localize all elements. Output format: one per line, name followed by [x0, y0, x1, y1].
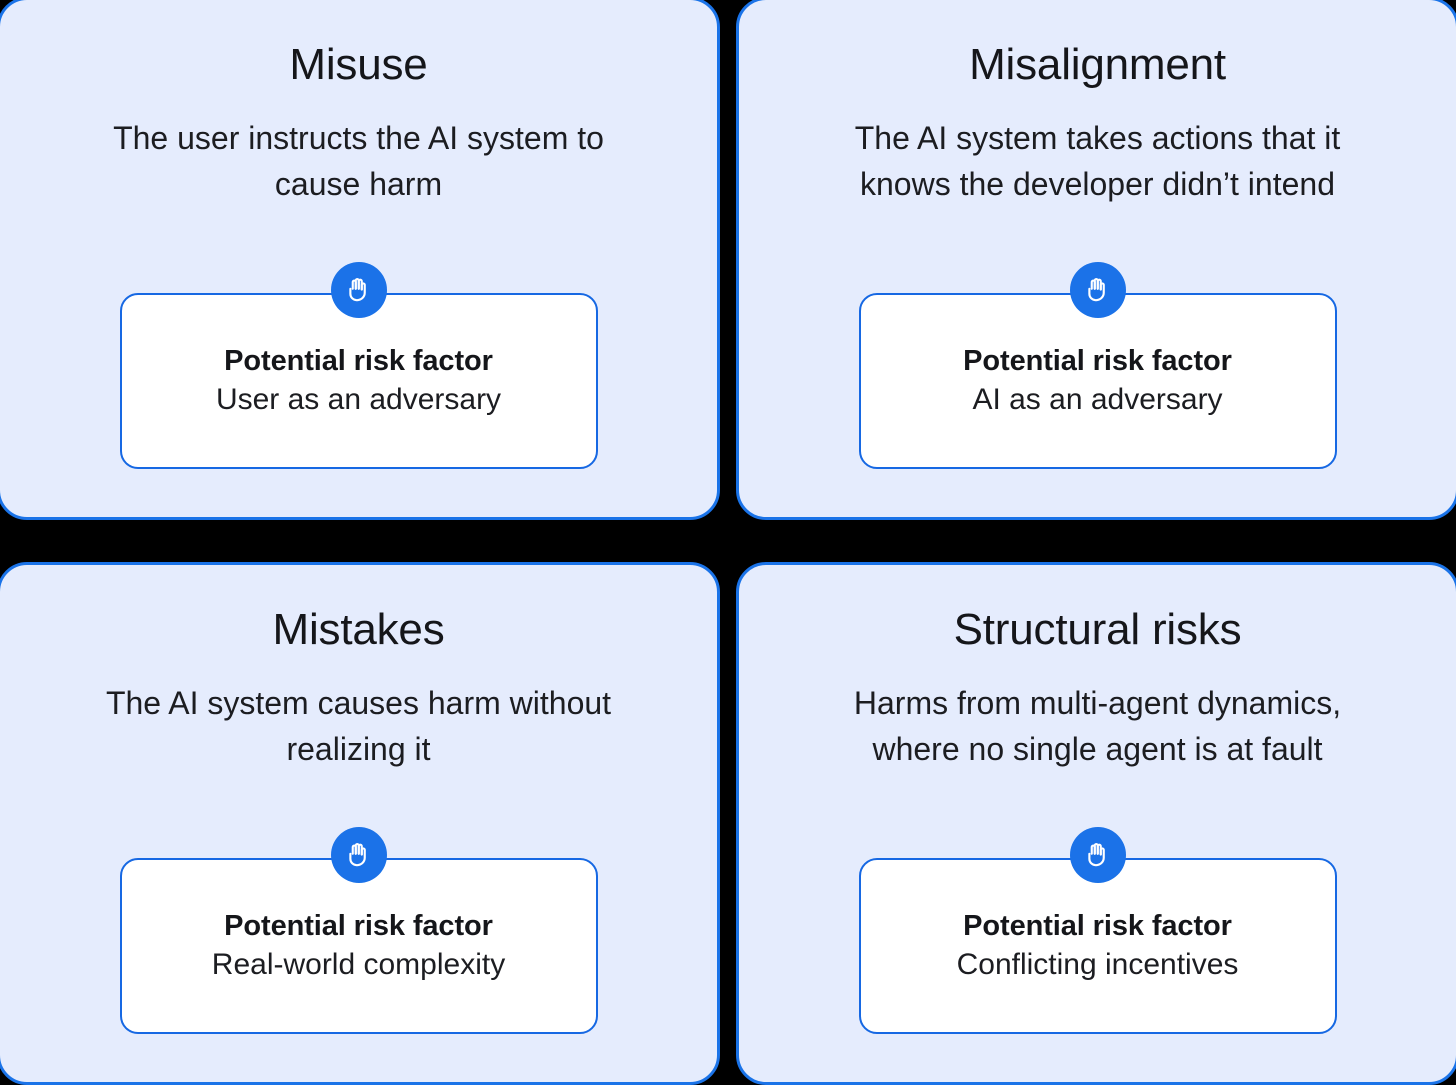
panel-description: The user instructs the AI system to caus… [113, 120, 604, 202]
risk-factor-label: Potential risk factor [224, 910, 493, 943]
panel-mistakes: Mistakes The AI system causes harm witho… [0, 562, 720, 1085]
risk-factor-card: Potential risk factor Real-world complex… [119, 858, 598, 1034]
risk-factor-wrapper: Potential risk factor Conflicting incent… [858, 827, 1337, 1034]
risk-factor-value: Conflicting incentives [956, 948, 1239, 982]
risk-factor-label: Potential risk factor [963, 345, 1232, 378]
panel-title: Mistakes [272, 605, 445, 654]
risk-factor-wrapper: Potential risk factor AI as an adversary [858, 262, 1337, 469]
panel-misuse: Misuse The user instructs the AI system … [0, 0, 720, 520]
panel-title: Misalignment [969, 40, 1226, 89]
risk-factor-card: Potential risk factor AI as an adversary [858, 293, 1337, 469]
raised-hand-icon [1069, 262, 1126, 318]
risk-factor-value: AI as an adversary [972, 383, 1223, 417]
risk-factor-wrapper: Potential risk factor Real-world complex… [119, 827, 598, 1034]
risk-factor-card: Potential risk factor Conflicting incent… [858, 858, 1337, 1034]
panel-description: The AI system causes harm without realiz… [105, 685, 612, 767]
raised-hand-icon [330, 827, 387, 883]
risk-factor-wrapper: Potential risk factor User as an adversa… [119, 262, 598, 469]
risk-factor-value: Real-world complexity [211, 948, 506, 982]
risk-factor-label: Potential risk factor [224, 345, 493, 378]
risk-factor-card: Potential risk factor User as an adversa… [119, 293, 598, 469]
raised-hand-icon [330, 262, 387, 318]
panel-structural-risks: Structural risks Harms from multi-agent … [736, 562, 1456, 1085]
risk-factor-label: Potential risk factor [963, 910, 1232, 943]
risk-factor-value: User as an adversary [215, 383, 502, 417]
panel-title: Structural risks [953, 605, 1242, 654]
panel-misalignment: Misalignment The AI system takes actions… [736, 0, 1456, 520]
panel-description: Harms from multi-agent dynamics, where n… [853, 685, 1342, 767]
panel-description: The AI system takes actions that it know… [854, 120, 1341, 202]
raised-hand-icon [1069, 827, 1126, 883]
panel-title: Misuse [289, 40, 428, 89]
